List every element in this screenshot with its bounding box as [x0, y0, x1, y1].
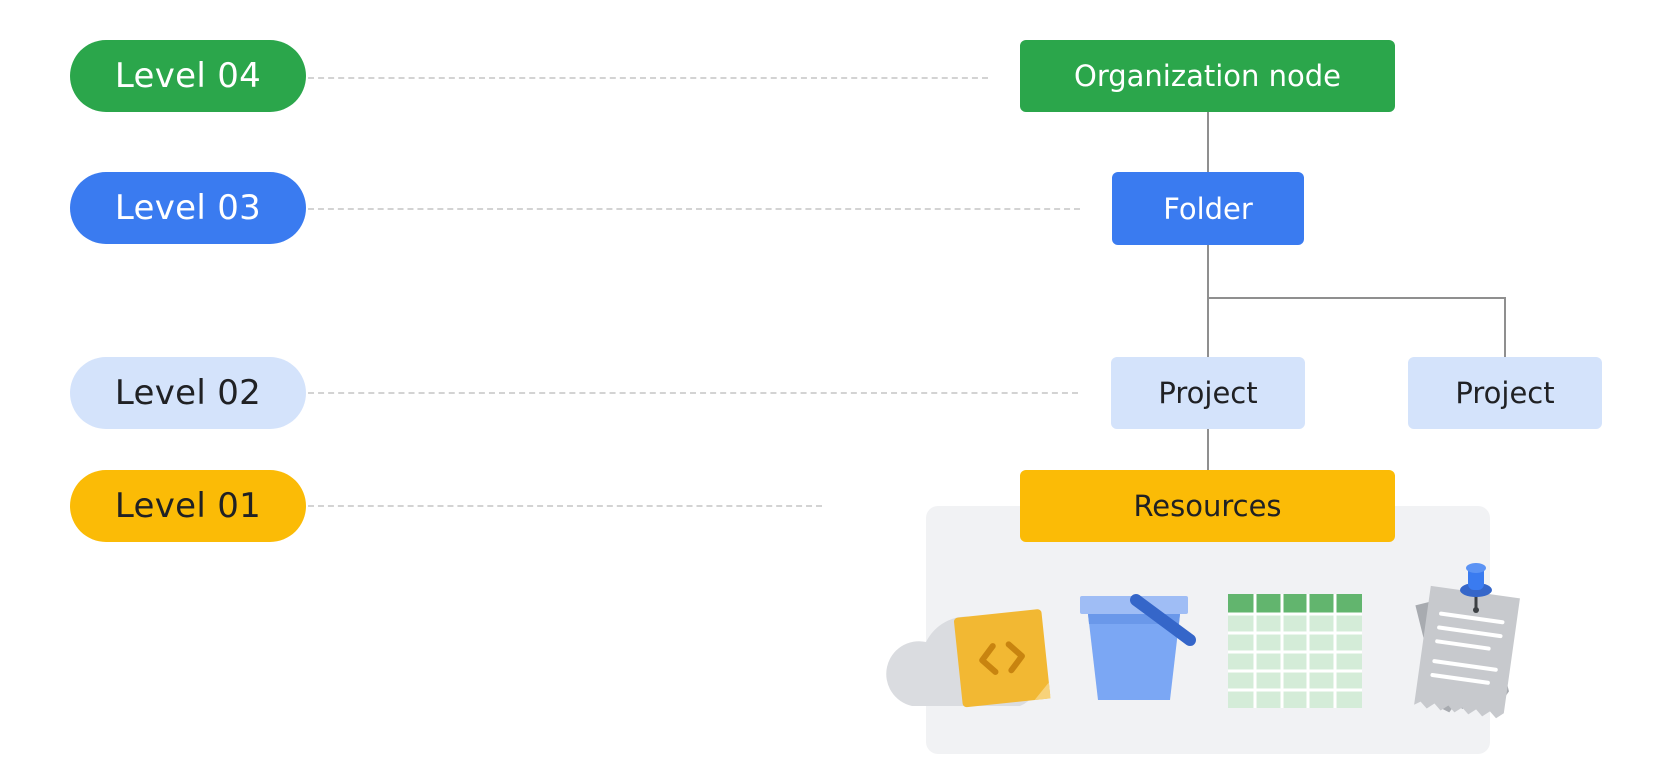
level-03-guide-line: [308, 208, 1080, 210]
spreadsheet-table-icon: [1228, 594, 1362, 708]
pinned-document-icon: [1414, 563, 1520, 719]
project-branch-connector: [1207, 297, 1506, 299]
level-04-guide-line: [308, 77, 988, 79]
resources-node: Resources: [1020, 470, 1395, 542]
project-resources-connector: [1207, 429, 1209, 470]
level-02-guide-line: [308, 392, 1078, 394]
org-folder-connector: [1207, 112, 1209, 172]
level-03-pill: Level 03: [70, 172, 306, 244]
folder-project-connector: [1207, 245, 1209, 357]
cloud-code-icon: [886, 609, 1051, 708]
level-01-pill: Level 01: [70, 470, 306, 542]
level-02-pill: Level 02: [70, 357, 306, 429]
project-node-secondary: Project: [1408, 357, 1602, 429]
project-b-connector: [1504, 297, 1506, 357]
level-04-pill: Level 04: [70, 40, 306, 112]
folder-node: Folder: [1112, 172, 1304, 245]
project-node: Project: [1111, 357, 1305, 429]
level-01-guide-line: [308, 505, 822, 507]
organization-node: Organization node: [1020, 40, 1395, 112]
storage-bucket-icon: [1080, 594, 1196, 700]
